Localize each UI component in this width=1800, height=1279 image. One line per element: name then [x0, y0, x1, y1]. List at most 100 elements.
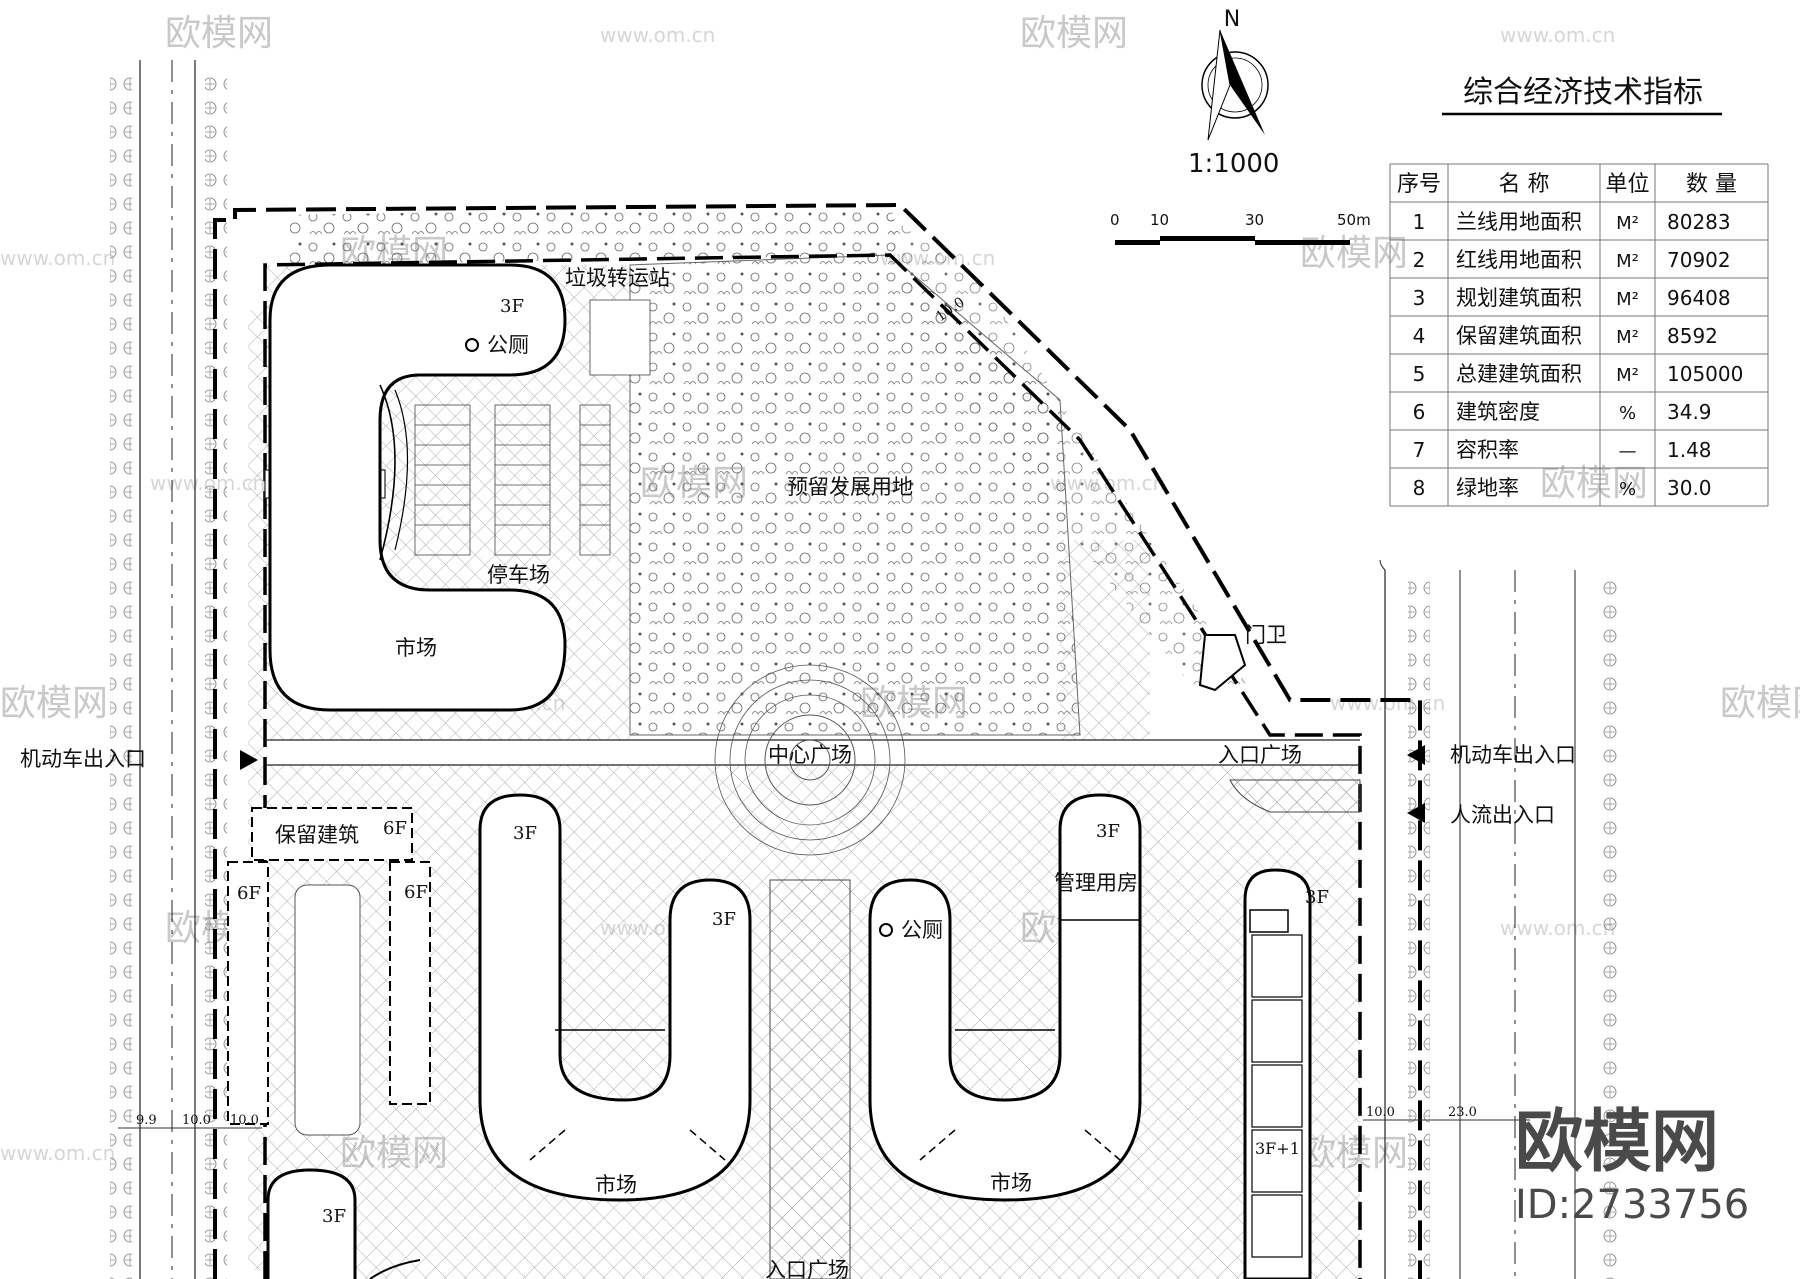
- watermark-brand: 欧模网: [1720, 683, 1800, 724]
- dim-23: 23.0: [1448, 1105, 1477, 1120]
- watermark-brand: 欧模网: [165, 13, 273, 54]
- watermark-brand: 欧模网: [1540, 463, 1648, 504]
- label-pedestrian-entry: 人流出入口: [1450, 803, 1555, 827]
- table-header: 数 量: [1686, 172, 1737, 197]
- label-toilet: 公厕: [901, 918, 943, 942]
- watermark-brand: 欧模网: [0, 683, 108, 724]
- label-floors: 3F: [500, 296, 524, 317]
- table-header: 名 称: [1499, 172, 1550, 197]
- label-entrance-plaza-ne: 入口广场: [1218, 743, 1302, 767]
- table-cell-value: 96408: [1667, 286, 1731, 310]
- watermark-url: www.om.cn: [1500, 916, 1615, 940]
- table-header: 序号: [1397, 172, 1441, 197]
- toilet-icon: [879, 923, 893, 937]
- table-cell-unit: M²: [1616, 289, 1639, 310]
- table-cell-value: 8592: [1667, 324, 1718, 348]
- internal-roads: [264, 469, 1360, 1279]
- dim-10: 10.0: [182, 1113, 211, 1128]
- table-cell-name: 建筑密度: [1456, 400, 1540, 424]
- watermark-url: www.om.cn: [0, 1141, 115, 1165]
- label-central-plaza: 中心广场: [768, 743, 852, 767]
- table-cell-name: 兰线用地面积: [1456, 210, 1582, 234]
- label-floors-3f1: 3F+1: [1255, 1139, 1300, 1158]
- market-u-left: [478, 793, 752, 1202]
- label-floors: 3F: [712, 909, 736, 930]
- label-vehicle-entry-west: 机动车出入口: [20, 747, 146, 771]
- table-cell-unit: M²: [1616, 251, 1639, 272]
- label-gate: 门卫: [1245, 623, 1287, 647]
- table-cell-no: 1: [1413, 210, 1426, 234]
- watermark-brand-large: 欧模网: [1515, 1103, 1719, 1182]
- table-cell-no: 8: [1413, 476, 1426, 500]
- table-cell-no: 2: [1413, 248, 1426, 272]
- table-title: 综合经济技术指标: [1463, 75, 1703, 110]
- table-cell-value: 1.48: [1667, 438, 1712, 462]
- table-cell-name: 绿地率: [1456, 476, 1519, 500]
- label-parking: 停车场: [487, 563, 550, 587]
- entry-arrow-icon: [1407, 803, 1425, 823]
- watermark-brand: 欧模网: [1020, 13, 1128, 54]
- table-cell-name: 红线用地面积: [1456, 248, 1582, 272]
- table-cell-unit: %: [1619, 403, 1636, 424]
- scale-bar-10: 10: [1150, 211, 1169, 229]
- scale-text: 1:1000: [1188, 149, 1279, 179]
- dim-10-east: 10.0: [1366, 1105, 1395, 1120]
- scale-bar-50: 50m: [1337, 211, 1371, 229]
- label-floors: 3F: [1096, 821, 1120, 842]
- watermark-url: www.om.cn: [0, 246, 115, 270]
- north-arrow: N: [1201, 7, 1269, 141]
- toilet-icon: [465, 338, 479, 352]
- entry-arrow-icon: [240, 750, 258, 770]
- table-cell-name: 容积率: [1456, 438, 1519, 462]
- table-cell-unit: M²: [1616, 327, 1639, 348]
- entry-arrow-icon: [1407, 745, 1425, 765]
- retained-buildings: [227, 807, 431, 1136]
- site-boundary: [213, 202, 1422, 1279]
- label-vehicle-entry-east: 机动车出入口: [1450, 743, 1576, 767]
- table-cell-value: 30.0: [1667, 476, 1712, 500]
- label-reserved-land: 预留发展用地: [787, 475, 913, 499]
- plan-labels: 垃圾转运站 3F 公厕 停车场 市场 预留发展用地 10.0 门卫 中心广场 入…: [20, 266, 1576, 1279]
- watermark-brand: 欧模网: [1300, 233, 1408, 274]
- scale-bar-30: 30: [1245, 211, 1264, 229]
- label-floors-6f: 6F: [383, 818, 407, 839]
- gate-house: [1198, 634, 1361, 813]
- table-header: 单位: [1605, 172, 1649, 197]
- table-cell-unit: %: [1619, 479, 1636, 500]
- label-market: 市场: [990, 1171, 1032, 1195]
- east-building: [1243, 868, 1312, 1279]
- label-toilet: 公厕: [487, 333, 529, 357]
- table-cell-no: 6: [1413, 400, 1426, 424]
- label-floors: 3F: [322, 1206, 346, 1227]
- table-cell-unit: M²: [1616, 365, 1639, 386]
- reserved-green-area: [290, 205, 1250, 736]
- watermark-url: www.om.cn: [600, 23, 715, 47]
- table-cell-value: 105000: [1667, 362, 1743, 386]
- table-cell-name: 保留建筑面积: [1456, 324, 1582, 348]
- scale-bar-0: 0: [1110, 211, 1120, 229]
- table-cell-no: 3: [1413, 286, 1426, 310]
- north-label: N: [1224, 7, 1240, 32]
- label-floors-6f: 6F: [237, 883, 261, 904]
- table-cell-no: 5: [1413, 362, 1426, 386]
- market-block-sw: [266, 1168, 421, 1279]
- scale-bar: 0 10 30 50m: [1110, 211, 1371, 245]
- table-cell-value: 70902: [1667, 248, 1731, 272]
- table-cell-name: 总建建筑面积: [1456, 362, 1582, 386]
- label-floors: 3F: [1305, 887, 1329, 908]
- label-retained-building: 保留建筑: [275, 823, 359, 847]
- table-cell-no: 4: [1413, 324, 1426, 348]
- label-entrance-plaza-s: 入口广场: [765, 1258, 849, 1279]
- table-cell-unit: —: [1619, 441, 1637, 462]
- central-plaza-rosette: [714, 664, 906, 856]
- table-cell-unit: M²: [1616, 213, 1639, 234]
- market-u-right: [868, 793, 1142, 1202]
- market-block-nw: [268, 263, 651, 712]
- label-floors: 3F: [513, 823, 537, 844]
- dim-10: 10.0: [230, 1113, 259, 1128]
- watermark-logo: 欧模网 ID:2733756: [1515, 1103, 1749, 1228]
- table-cell-value: 34.9: [1667, 400, 1712, 424]
- label-market: 市场: [395, 636, 437, 660]
